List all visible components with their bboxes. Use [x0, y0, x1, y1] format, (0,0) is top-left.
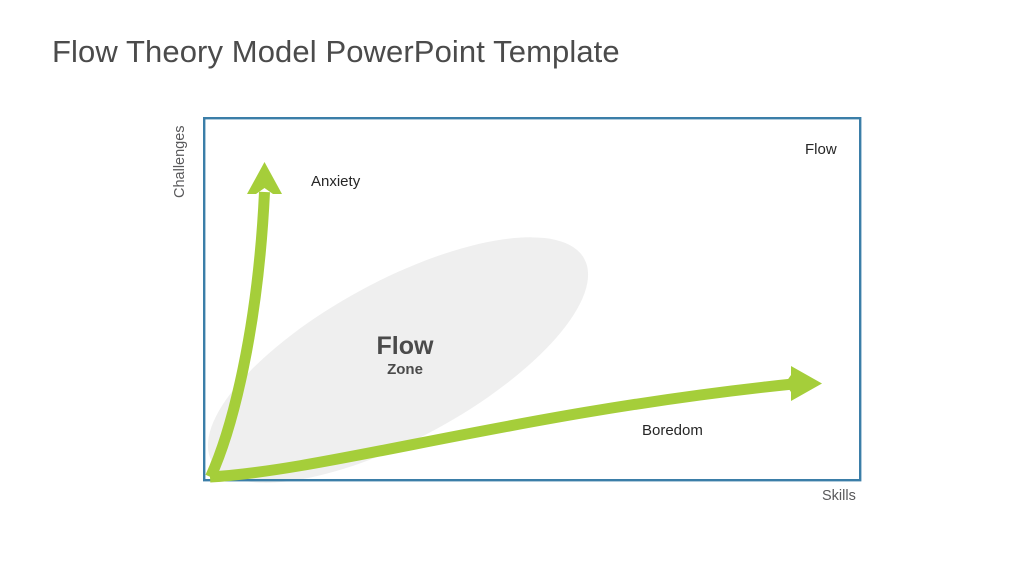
chart-frame — [202, 116, 862, 482]
flow-zone-title: Flow — [377, 332, 434, 360]
flow-zone-shape — [207, 237, 589, 483]
page-title: Flow Theory Model PowerPoint Template — [52, 34, 620, 69]
flow-corner-label: Flow — [805, 141, 837, 158]
boredom-label: Boredom — [642, 422, 703, 439]
x-axis-label: Skills — [822, 488, 856, 504]
challenges-arrow — [205, 162, 282, 480]
flow-zone-subtitle: Zone — [387, 361, 423, 378]
y-axis-label: Challenges — [172, 125, 188, 198]
skills-arrow — [209, 366, 822, 483]
anxiety-label: Anxiety — [311, 173, 361, 190]
